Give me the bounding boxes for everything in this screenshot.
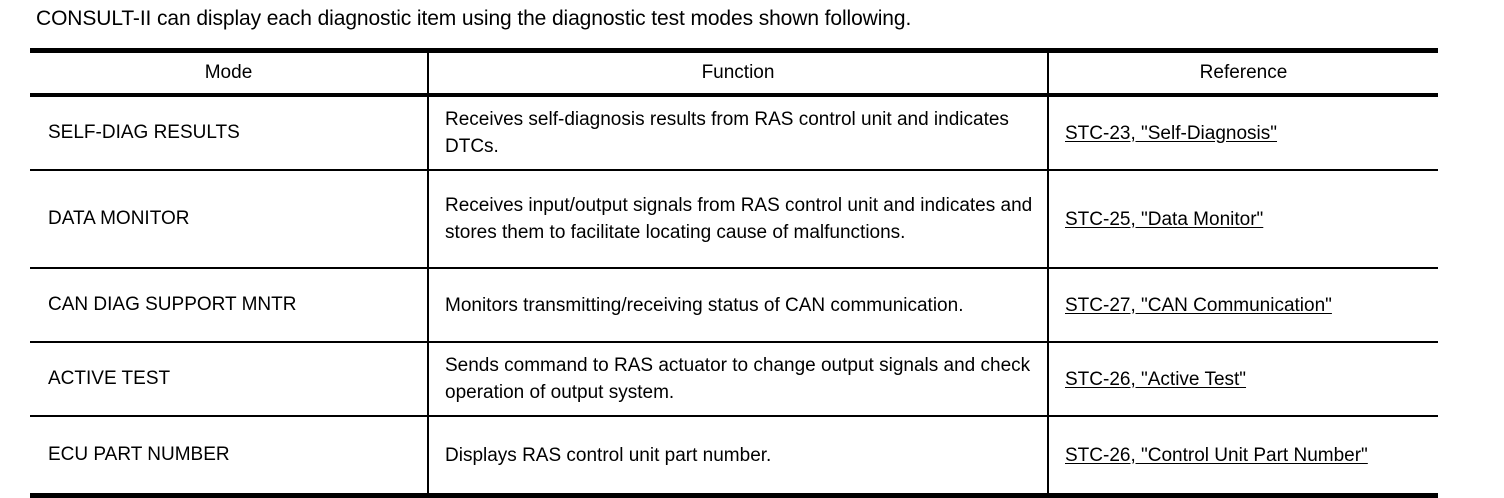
function-description: Receives input/output signals from RAS c…: [445, 195, 1033, 243]
mode-label: CAN DIAG SUPPORT MNTR: [48, 294, 297, 315]
cell-mode: DATA MONITOR: [30, 170, 428, 269]
table-header-row: Mode Function Reference: [30, 48, 1438, 97]
diagnostic-test-modes-table: Mode Function Reference SELF-DIAG RESULT…: [30, 48, 1438, 498]
cell-reference: STC-25, "Data Monitor": [1048, 170, 1438, 269]
cell-reference: STC-26, "Control Unit Part Number": [1048, 416, 1438, 498]
reference-link[interactable]: STC-26, "Control Unit Part Number": [1065, 444, 1368, 466]
cell-function: Displays RAS control unit part number.: [427, 416, 1049, 498]
cell-reference: STC-26, "Active Test": [1048, 342, 1438, 417]
mode-label: ECU PART NUMBER: [48, 444, 230, 465]
table-header: Mode Function Reference: [30, 48, 1438, 97]
mode-label: SELF-DIAG RESULTS: [48, 122, 240, 143]
cell-function: Receives input/output signals from RAS c…: [427, 170, 1049, 269]
function-description: Displays RAS control unit part number.: [445, 444, 772, 466]
cell-function: Sends command to RAS actuator to change …: [427, 342, 1049, 417]
cell-reference: STC-27, "CAN Communication": [1048, 268, 1438, 343]
table-row: ACTIVE TEST Sends command to RAS actuato…: [30, 342, 1438, 417]
cell-mode: SELF-DIAG RESULTS: [30, 95, 428, 171]
reference-link[interactable]: STC-23, "Self-Diagnosis": [1065, 122, 1278, 144]
table-body: SELF-DIAG RESULTS Receives self-diagnosi…: [30, 95, 1438, 498]
table-row: SELF-DIAG RESULTS Receives self-diagnosi…: [30, 95, 1438, 171]
cell-function: Receives self-diagnosis results from RAS…: [427, 95, 1049, 171]
cell-mode: CAN DIAG SUPPORT MNTR: [30, 268, 428, 343]
table-row: DATA MONITOR Receives input/output signa…: [30, 170, 1438, 269]
column-header-function: Function: [427, 48, 1049, 97]
function-description: Sends command to RAS actuator to change …: [445, 355, 1031, 403]
column-header-mode: Mode: [30, 48, 428, 97]
cell-function: Monitors transmitting/receiving status o…: [427, 268, 1049, 343]
mode-label: DATA MONITOR: [48, 208, 190, 229]
intro-paragraph: CONSULT-II can display each diagnostic i…: [36, 7, 912, 30]
reference-link[interactable]: STC-25, "Data Monitor": [1065, 208, 1264, 230]
table-row: ECU PART NUMBER Displays RAS control uni…: [30, 416, 1438, 498]
table-row: CAN DIAG SUPPORT MNTR Monitors transmitt…: [30, 268, 1438, 343]
reference-link[interactable]: STC-26, "Active Test": [1065, 368, 1247, 390]
cell-mode: ECU PART NUMBER: [30, 416, 428, 498]
column-header-reference: Reference: [1048, 48, 1438, 97]
cell-reference: STC-23, "Self-Diagnosis": [1048, 95, 1438, 171]
diagnostic-test-modes-table-wrapper: Mode Function Reference SELF-DIAG RESULT…: [30, 48, 1438, 498]
function-description: Monitors transmitting/receiving status o…: [445, 294, 964, 316]
mode-label: ACTIVE TEST: [48, 368, 171, 389]
reference-link[interactable]: STC-27, "CAN Communication": [1065, 294, 1332, 316]
cell-mode: ACTIVE TEST: [30, 342, 428, 417]
function-description: Receives self-diagnosis results from RAS…: [445, 109, 1009, 157]
